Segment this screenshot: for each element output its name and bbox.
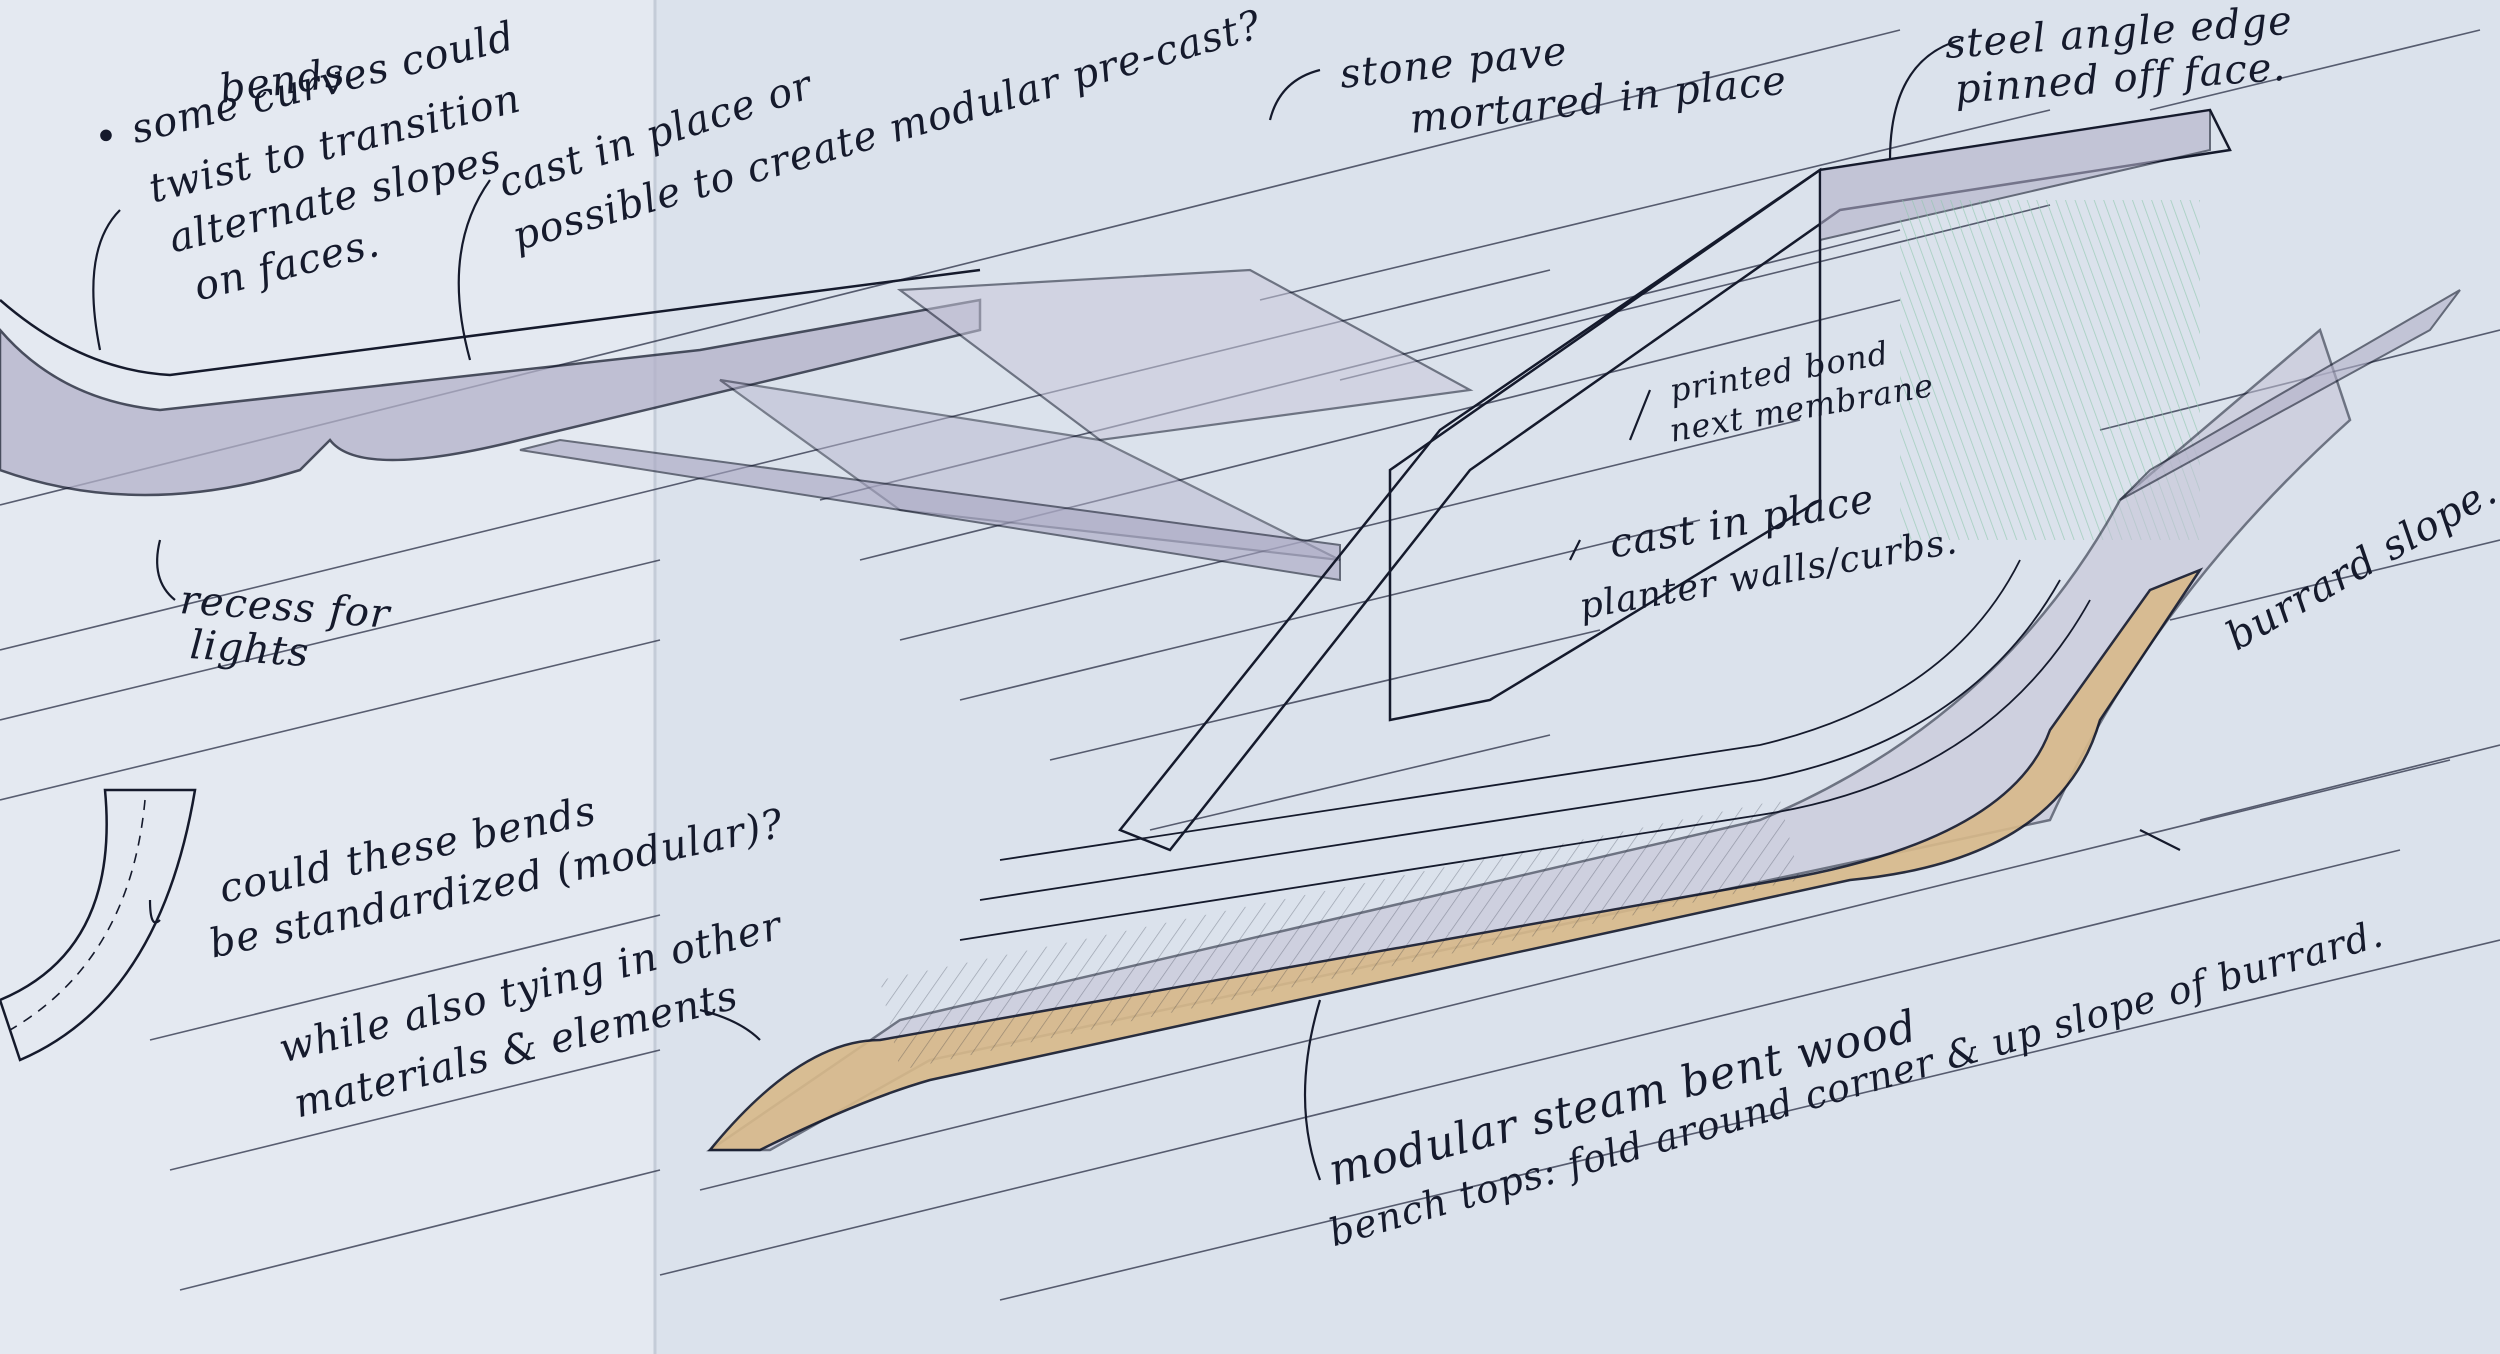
curved-bench-left [0, 298, 982, 497]
annotation-recess-2: lights [188, 622, 311, 677]
bend-detail-dash [9, 799, 146, 1031]
bench-upper-ramp [2119, 289, 2461, 501]
curved-bench-top-edge [0, 268, 981, 377]
step-ledge-lower [519, 438, 1341, 582]
step-ledge-upper [896, 268, 1474, 442]
planter-edge-diagonal [1117, 108, 2232, 852]
leader-arrows [92, 38, 2181, 1181]
bend-detail-sketch [0, 788, 197, 1062]
bench-hatch [880, 800, 1800, 1070]
bench-slats [959, 559, 2091, 941]
